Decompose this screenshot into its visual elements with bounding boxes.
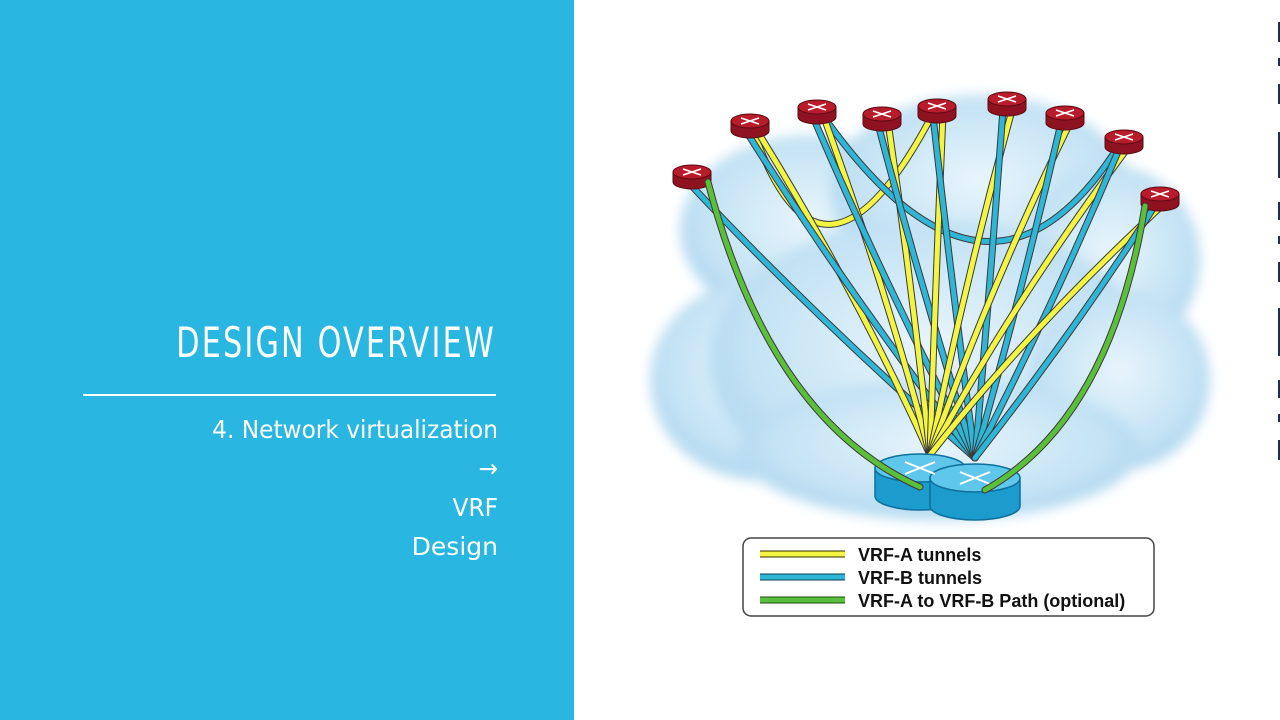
- spoke-router-icon: [987, 91, 1027, 117]
- spoke-router-icon: [1140, 186, 1180, 212]
- vrf-b-hub-tunnel-7: [972, 120, 1064, 461]
- vrf-b-legend-label: VRF-B tunnels: [858, 568, 982, 588]
- left-panel: DESIGN OVERVIEW 4. Network virtualizatio…: [0, 0, 574, 720]
- cloud-icon: [650, 95, 1210, 520]
- path-legend-label: VRF-A to VRF-B Path (optional): [858, 591, 1125, 611]
- vrf-a-to-b-path: [704, 178, 1149, 494]
- vrf-a-hub-tunnel-9: [927, 199, 1169, 458]
- spoke-router-icon: [730, 113, 770, 139]
- tunnel-links: [684, 102, 1170, 462]
- arrow-right-icon: →: [478, 454, 498, 483]
- vrf-a-hub-tunnel-4: [885, 119, 933, 458]
- subtitle-text: 4. Network virtualization: [212, 415, 499, 444]
- subtitle-design: Design: [411, 532, 498, 561]
- spoke-router-icon: [1104, 129, 1144, 155]
- spoke-router-icon: [917, 98, 957, 124]
- spoke-router-icon: [797, 99, 837, 125]
- routers: [672, 91, 1180, 212]
- vrf-b-hub-tunnel-5: [930, 113, 978, 461]
- spoke-router-icon: [1045, 105, 1085, 131]
- vrf-a-to-b-path-left: [705, 179, 923, 490]
- vrf-b-hub-tunnel-6: [972, 106, 1006, 461]
- vrf-a-hub-tunnel-3: [820, 112, 933, 458]
- vrf-b-hub-tunnel-9: [972, 201, 1159, 461]
- subtitle-vrf: VRF: [452, 493, 498, 522]
- spoke-router-icon: [862, 106, 902, 132]
- vrf-a-to-b-path-right: [982, 203, 1148, 493]
- slide-title: DESIGN OVERVIEW: [176, 318, 496, 367]
- vrf-b-hub-tunnel-8: [972, 144, 1123, 461]
- diagram-legend: VRF-A tunnels VRF-B tunnels VRF-A to VRF…: [742, 537, 1155, 617]
- vrf-network-diagram: VRF-A tunnels VRF-B tunnels VRF-A to VRF…: [640, 60, 1220, 640]
- vrf-a-legend-label: VRF-A tunnels: [858, 545, 981, 565]
- title-divider: [83, 394, 496, 396]
- slide-subtitle: 4. Network virtualization → VRF Design: [58, 410, 498, 566]
- right-edge-marks: [1272, 0, 1280, 720]
